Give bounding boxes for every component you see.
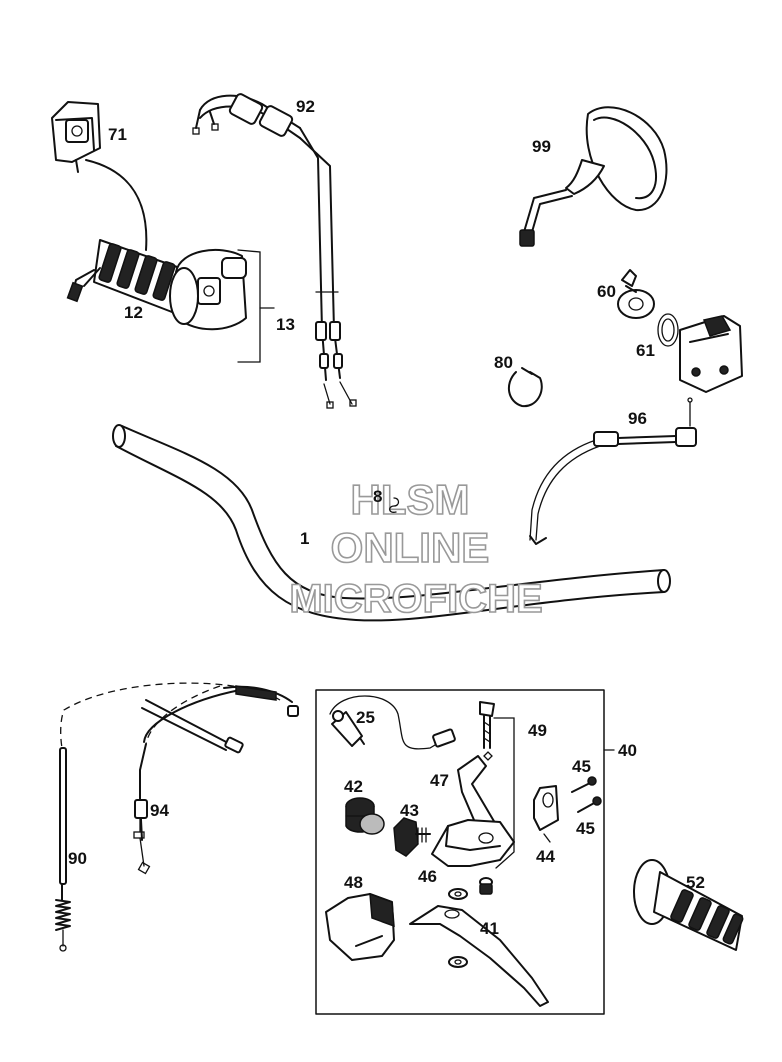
callout-25: 25 bbox=[356, 708, 375, 727]
callout-48: 48 bbox=[344, 873, 363, 892]
mirror-99 bbox=[519, 106, 668, 247]
callout-12: 12 bbox=[124, 303, 143, 322]
lever-60 bbox=[617, 269, 655, 319]
throttle-grip-12 bbox=[66, 239, 181, 313]
callout-8: 8 bbox=[373, 487, 382, 506]
callout-49: 49 bbox=[528, 721, 547, 740]
callout-43: 43 bbox=[400, 801, 419, 820]
callout-52: 52 bbox=[686, 873, 705, 892]
callout-44: 44 bbox=[536, 847, 555, 866]
screw-8 bbox=[389, 497, 400, 513]
nut-46 bbox=[479, 877, 493, 895]
clamp-80 bbox=[507, 367, 543, 408]
clamp-44 bbox=[533, 785, 559, 843]
callout-94: 94 bbox=[150, 801, 169, 820]
watermark-line-3: MICROFICHE bbox=[289, 577, 542, 621]
lever-perch-46 bbox=[431, 819, 515, 867]
throttle-housing-71 bbox=[51, 101, 148, 251]
callout-96: 96 bbox=[628, 409, 647, 428]
watermark-line-1: HLSM bbox=[351, 476, 470, 523]
callout-45-top: 45 bbox=[572, 757, 591, 776]
callout-61: 61 bbox=[636, 341, 655, 360]
bushing-42 bbox=[345, 797, 385, 835]
screw-49 bbox=[479, 701, 515, 869]
callout-46: 46 bbox=[418, 867, 437, 886]
callout-41: 41 bbox=[480, 919, 499, 938]
adjuster-43 bbox=[393, 817, 431, 857]
callout-90: 90 bbox=[68, 849, 87, 868]
watermark: HLSM ONLINE MICROFICHE bbox=[289, 475, 544, 622]
cable-96 bbox=[529, 397, 697, 545]
cover-48 bbox=[325, 892, 395, 961]
ring-61 bbox=[657, 313, 679, 347]
clutch-assembly-box-40 bbox=[315, 689, 615, 1015]
callout-47: 47 bbox=[430, 771, 449, 790]
throttle-housing-13 bbox=[169, 249, 275, 363]
watermark-line-2: ONLINE bbox=[331, 524, 490, 571]
callout-80: 80 bbox=[494, 353, 513, 372]
switch-housing-61 bbox=[679, 315, 743, 393]
callout-60: 60 bbox=[597, 282, 616, 301]
callout-92: 92 bbox=[296, 97, 315, 116]
callout-99: 99 bbox=[532, 137, 551, 156]
throttle-cables-92 bbox=[192, 93, 357, 409]
grip-52 bbox=[633, 859, 744, 951]
pins-45 bbox=[571, 776, 602, 813]
cable-94 bbox=[133, 685, 299, 875]
perch-47 bbox=[457, 755, 499, 835]
washers-41 bbox=[448, 888, 468, 968]
lever-41 bbox=[409, 905, 549, 1007]
callout-labels: 71 92 99 12 13 60 61 80 96 8 1 25 49 40 … bbox=[68, 97, 705, 938]
callout-45-bottom: 45 bbox=[576, 819, 595, 838]
switch-25 bbox=[329, 695, 456, 750]
callout-13: 13 bbox=[276, 315, 295, 334]
callout-42: 42 bbox=[344, 777, 363, 796]
callout-1: 1 bbox=[300, 529, 309, 548]
cable-90 bbox=[55, 682, 281, 952]
callout-40: 40 bbox=[618, 741, 637, 760]
handlebar-1 bbox=[112, 424, 671, 622]
callout-71: 71 bbox=[108, 125, 127, 144]
